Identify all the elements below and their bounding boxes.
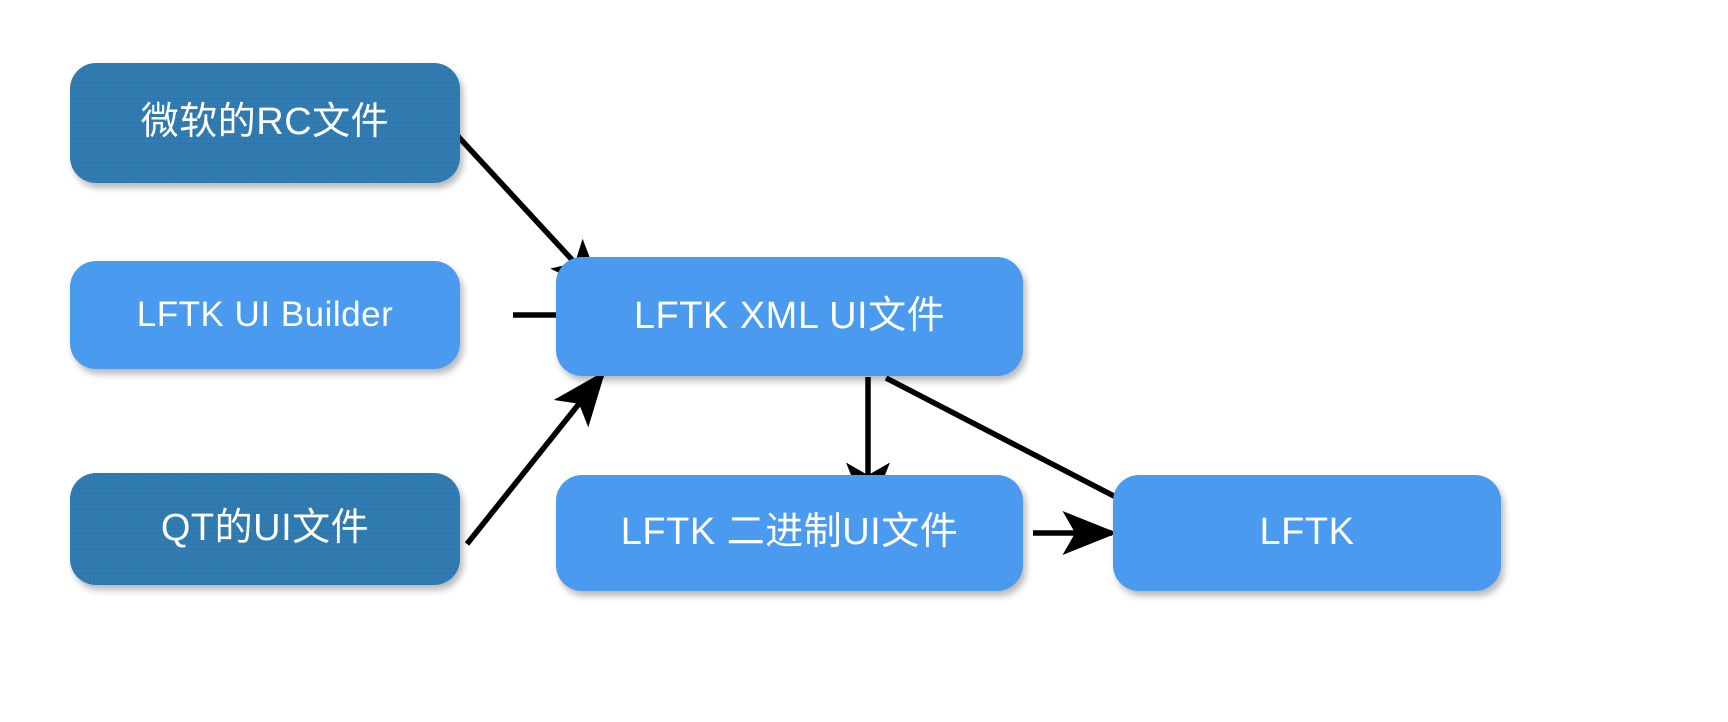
node-label-qt-ui-file: QT的UI文件 [160, 507, 370, 550]
node-label-lftk-xml-ui-file: LFTK XML UI文件 [633, 294, 946, 337]
node-label-lftk-ui-builder: LFTK UI Builder [136, 294, 394, 334]
node-label-ms-rc-file: 微软的RC文件 [140, 101, 390, 144]
node-qt-ui-file[interactable]: QT的UI文件 [70, 473, 460, 585]
node-label-lftk-binary-ui-file: LFTK 二进制UI文件 [620, 511, 959, 554]
node-label-lftk: LFTK [1259, 511, 1355, 554]
node-lftk-binary-ui-file[interactable]: LFTK 二进制UI文件 [556, 475, 1023, 591]
node-lftk-xml-ui-file[interactable]: LFTK XML UI文件 [556, 257, 1023, 376]
node-lftk-ui-builder[interactable]: LFTK UI Builder [70, 261, 460, 369]
node-ms-rc-file[interactable]: 微软的RC文件 [70, 63, 460, 183]
node-lftk[interactable]: LFTK [1113, 475, 1501, 591]
